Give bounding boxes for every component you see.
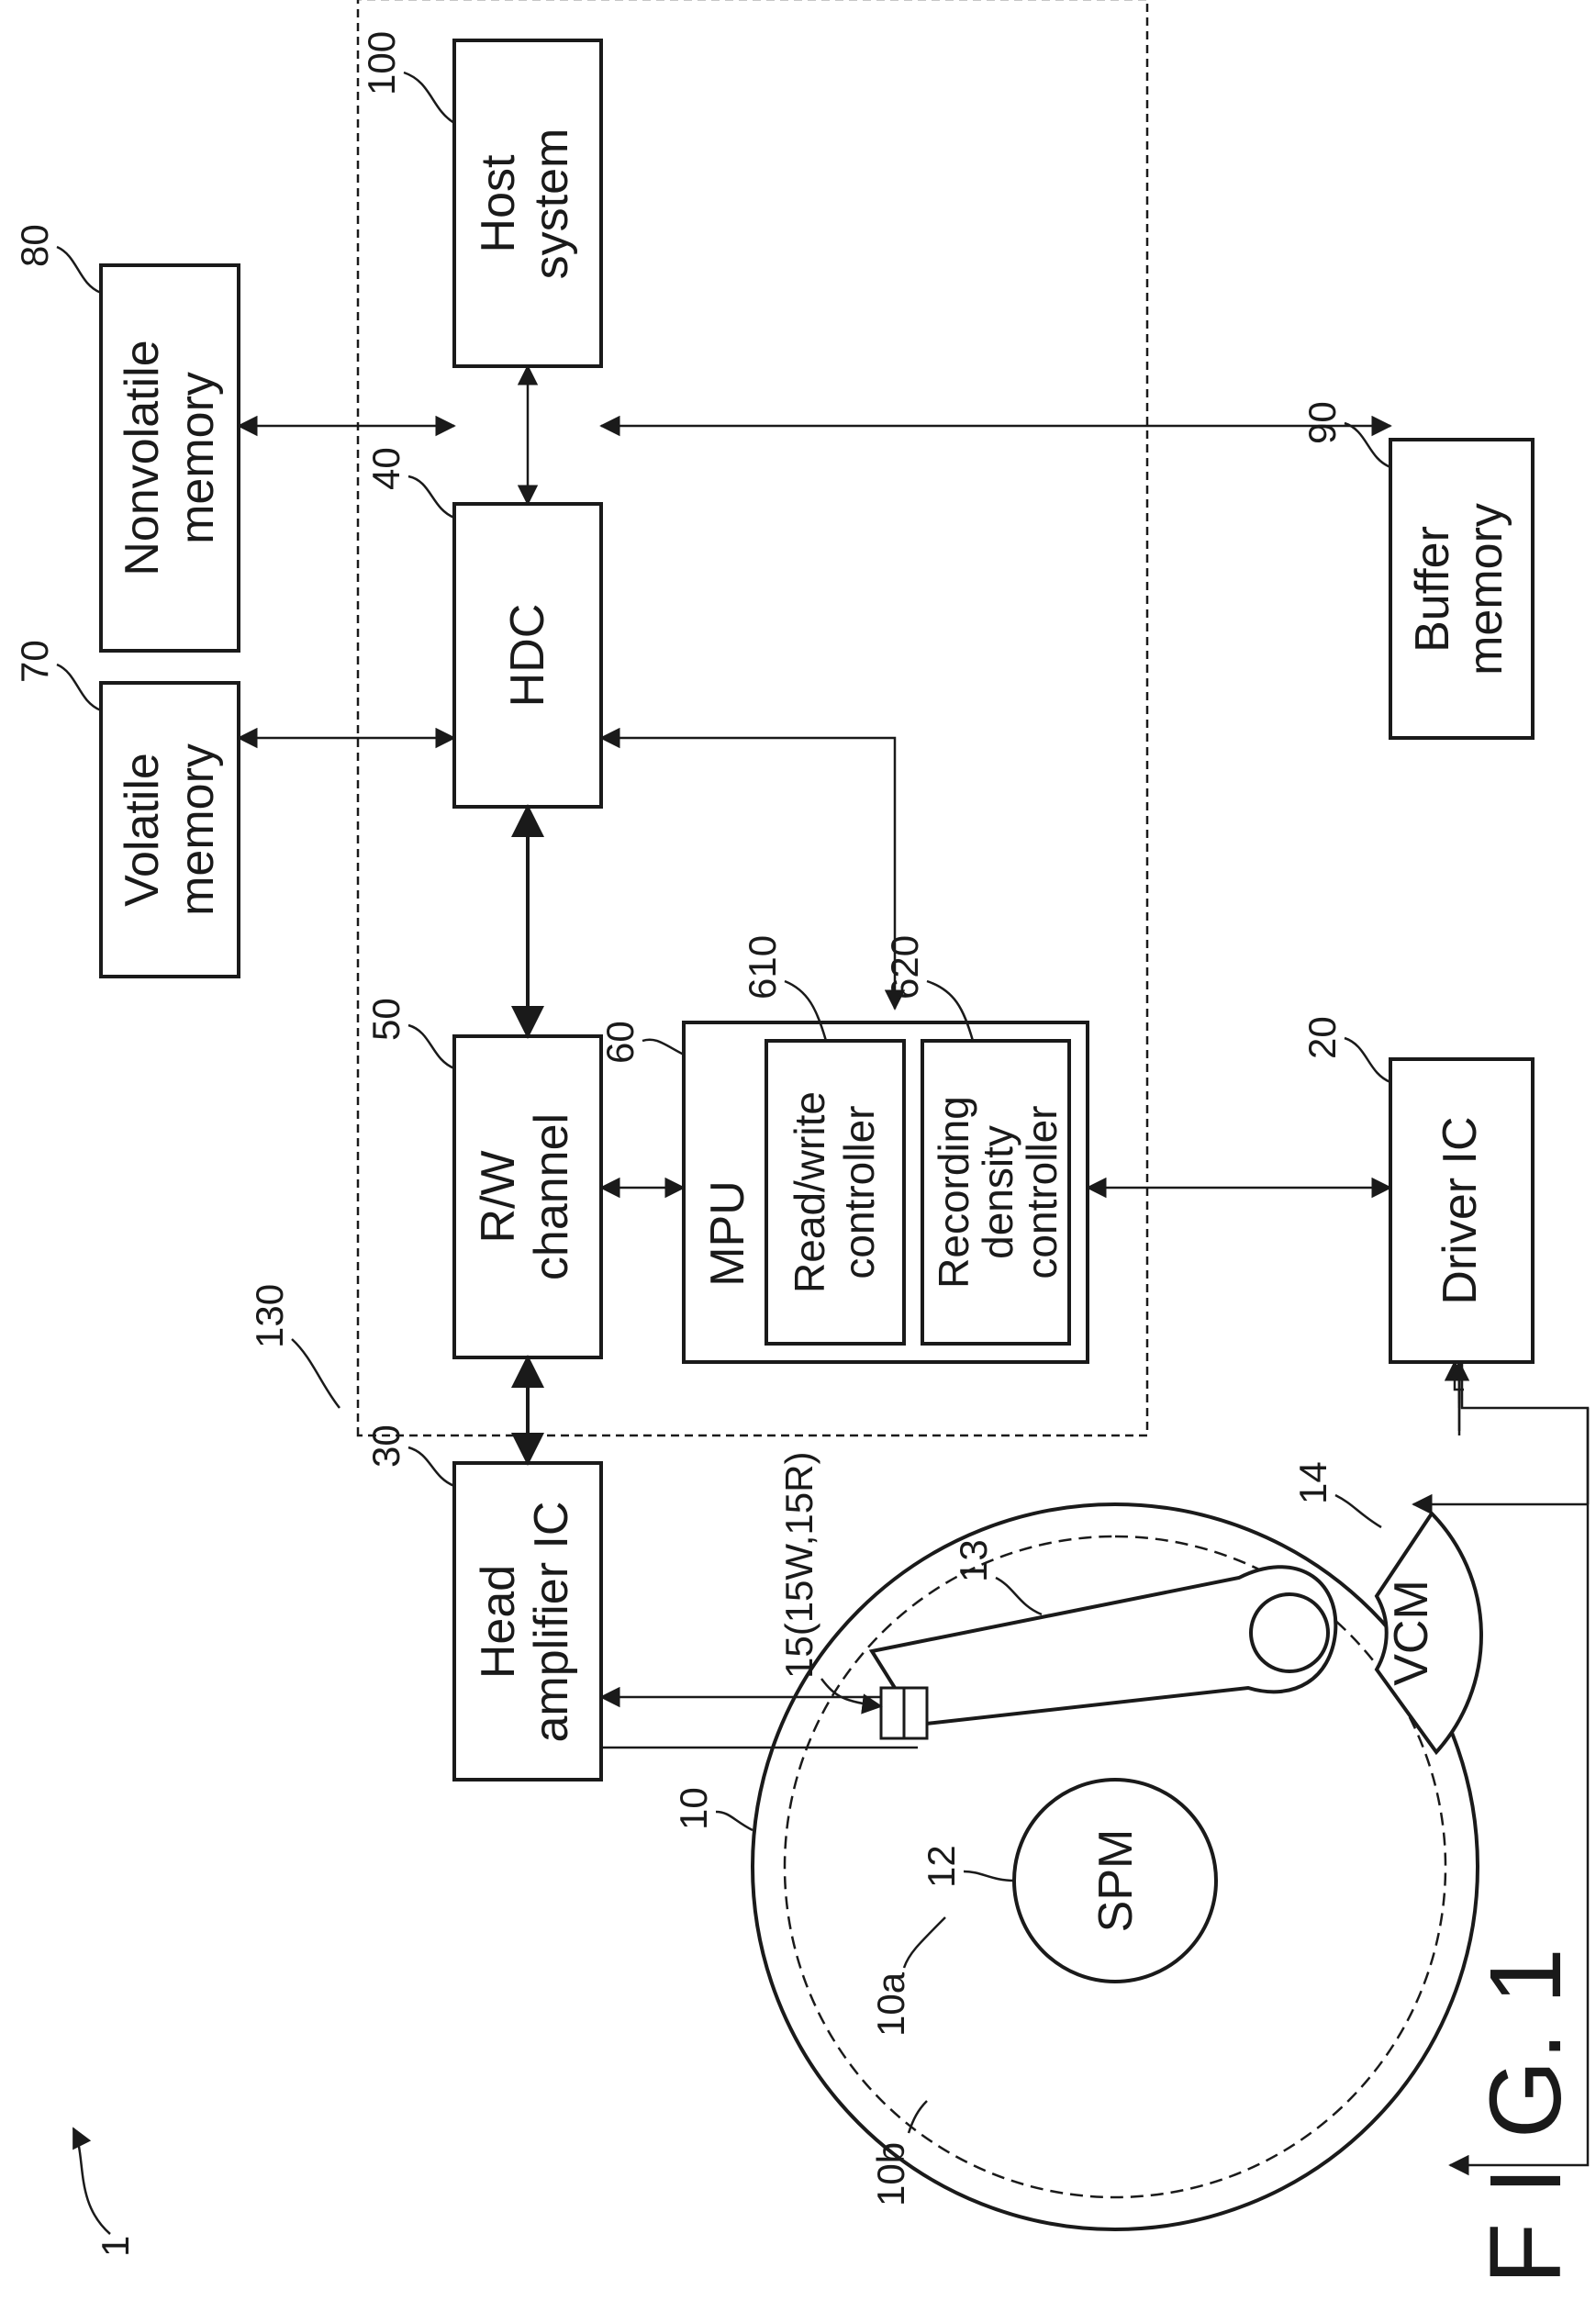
svg-text:controller: controller <box>1018 1105 1066 1279</box>
spm-ref-leader <box>964 1871 1014 1881</box>
head-amp-ref-leader <box>408 1447 454 1486</box>
hdc-ref-number: 40 <box>364 447 407 490</box>
svg-text:MPU: MPU <box>701 1180 754 1287</box>
svg-text:Buffer: Buffer <box>1406 526 1459 653</box>
vcm-ref-leader <box>1335 1495 1381 1527</box>
volatile-ref-number: 70 <box>13 640 56 683</box>
head-ref-number: 15(15W,15R) <box>777 1452 820 1679</box>
spm-ref-number: 12 <box>920 1845 963 1888</box>
head-amplifier-ic-block: Head amplifier IC <box>454 1463 601 1780</box>
svg-text:controller: controller <box>835 1105 883 1279</box>
rw-channel-ref-number: 50 <box>364 998 407 1041</box>
spindle-motor: SPM <box>1014 1780 1216 1982</box>
motor-bus <box>1462 1362 1588 1504</box>
nonvolatile-ref-leader <box>57 247 101 293</box>
driver-ic-block: Driver IC <box>1390 1059 1533 1362</box>
volatile-ref-leader <box>57 665 101 710</box>
svg-text:memory: memory <box>171 743 224 916</box>
voice-coil-motor: VCM <box>1377 1513 1481 1752</box>
svg-text:Volatile: Volatile <box>116 753 169 907</box>
head-ref-leader <box>821 1679 881 1706</box>
svg-text:HDC: HDC <box>501 604 554 708</box>
buffer-ref-number: 90 <box>1300 401 1344 444</box>
controller-ref-leader <box>292 1339 340 1408</box>
buffer-memory-block: Buffer memory <box>1390 440 1533 738</box>
host-system-block: Host system <box>454 40 601 366</box>
system-ref-leader <box>73 2128 110 2234</box>
disk-ref-leader <box>716 1812 753 1830</box>
disk-track-ref-leader <box>909 2101 927 2133</box>
svg-text:memory: memory <box>171 372 224 544</box>
read-write-controller-block: Read/write controller <box>766 1041 904 1344</box>
svg-text:SPM: SPM <box>1089 1829 1143 1933</box>
svg-text:VCM: VCM <box>1385 1580 1438 1686</box>
disk-ref-number: 10 <box>672 1787 715 1830</box>
hdc-ref-leader <box>408 476 454 518</box>
recording-density-controller-block: Recording density controller <box>922 1041 1069 1344</box>
nonvolatile-memory-block: Nonvolatile memory <box>101 265 239 651</box>
arm-ref-leader <box>996 1578 1042 1614</box>
svg-text:amplifier IC: amplifier IC <box>525 1502 578 1743</box>
volatile-memory-block: Volatile memory <box>101 683 239 977</box>
controller-ref-number: 130 <box>248 1284 291 1348</box>
svg-text:R/W: R/W <box>472 1150 525 1243</box>
hdc-block: HDC <box>454 504 601 807</box>
svg-text:Driver IC: Driver IC <box>1434 1116 1487 1304</box>
driver-ic-ref-leader <box>1345 1038 1390 1082</box>
svg-text:Nonvolatile: Nonvolatile <box>116 340 169 575</box>
rw-channel-ref-leader <box>408 1025 454 1068</box>
mpu-ref-number: 60 <box>598 1021 642 1064</box>
figure-label: F I G. 1 <box>1469 1948 1582 2284</box>
host-ref-leader <box>404 73 454 123</box>
rec-controller-ref-number: 620 <box>883 935 926 1000</box>
buffer-ref-leader <box>1345 423 1390 467</box>
mpu-ref-leader <box>642 1040 684 1055</box>
nonvolatile-ref-number: 80 <box>13 224 56 267</box>
svg-text:Host: Host <box>472 154 525 252</box>
vcm-ref-number: 14 <box>1291 1461 1334 1504</box>
disk-area-ref-number: 10a <box>869 1971 912 2037</box>
arm-ref-number: 13 <box>952 1539 995 1582</box>
svg-text:Recording: Recording <box>930 1096 977 1289</box>
svg-text:memory: memory <box>1459 503 1512 676</box>
driver-ic-ref-number: 20 <box>1300 1016 1344 1059</box>
head-amp-ref-number: 30 <box>364 1424 407 1468</box>
disk-track-ref-number: 10b <box>869 2142 912 2206</box>
arm-pivot <box>1251 1594 1328 1671</box>
host-ref-number: 100 <box>360 31 403 95</box>
disk-area-ref-leader <box>904 1917 945 1968</box>
rw-controller-ref-number: 610 <box>741 935 784 1000</box>
svg-text:Head: Head <box>472 1565 525 1679</box>
svg-text:system: system <box>525 128 578 280</box>
svg-text:Read/write: Read/write <box>786 1091 833 1293</box>
rw-channel-block: R/W channel <box>454 1036 601 1357</box>
svg-text:density: density <box>974 1125 1021 1259</box>
svg-text:channel: channel <box>525 1113 578 1280</box>
system-ref-number: 1 <box>94 2236 137 2257</box>
